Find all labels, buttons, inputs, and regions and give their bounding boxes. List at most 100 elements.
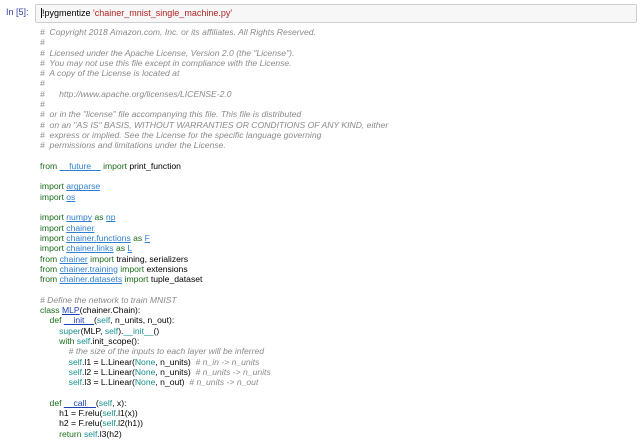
code-token: import — [87, 253, 115, 264]
code-token: ( — [94, 315, 97, 326]
code-token: with — [59, 335, 77, 346]
code-line: # express or implied. See the License fo… — [40, 130, 630, 140]
code-token: # — [40, 99, 45, 110]
code-token: None — [134, 356, 156, 367]
code-token: np — [105, 212, 116, 223]
code-token: import — [40, 191, 67, 202]
code-token: # express or implied. See the License fo… — [40, 129, 322, 140]
code-token: from — [40, 274, 60, 285]
code-line: h1 = F.relu(self.l1(x)) — [40, 408, 630, 418]
code-token: ). — [118, 325, 124, 336]
code-token: # You may not use this file except in co… — [40, 57, 292, 68]
shell-command: !pygmentize — [42, 8, 91, 18]
code-token — [40, 429, 59, 439]
code-token: chainer.functions — [66, 232, 131, 243]
code-line: from __future__ import print_function — [40, 161, 630, 171]
code-token: # the size of the inputs to each layer w… — [40, 346, 265, 357]
code-token: import — [40, 222, 67, 233]
code-token: () — [153, 325, 160, 336]
code-token: import — [40, 232, 67, 243]
code-token: chainer.links — [66, 243, 114, 254]
code-token: .l1(x)) — [115, 407, 138, 418]
code-token: self — [102, 407, 116, 418]
code-line: # You may not use this file except in co… — [40, 58, 630, 68]
code-line: # permissions and limitations under the … — [40, 140, 630, 150]
code-line: # Define the network to train MNIST — [40, 295, 630, 305]
code-line: import os — [40, 192, 630, 202]
code-token: , n_units) — [155, 366, 196, 377]
code-token: self — [68, 377, 83, 388]
code-token: self — [68, 366, 83, 377]
code-line — [40, 151, 630, 161]
code-token: class — [40, 305, 62, 316]
code-token: # permissions and limitations under the … — [40, 140, 226, 151]
code-line: super(MLP, self).__init__() — [40, 326, 630, 336]
code-token: __future__ — [59, 160, 101, 171]
code-line — [40, 284, 630, 294]
code-token: h1 = F.relu( — [40, 407, 103, 418]
code-token: # n_in -> n_units — [195, 356, 260, 367]
code-line: # Licensed under the Apache License, Ver… — [40, 48, 630, 58]
code-token: os — [66, 191, 76, 202]
code-line: # the size of the inputs to each layer w… — [40, 346, 630, 356]
code-token — [40, 377, 69, 387]
code-token: , x): — [112, 397, 127, 408]
code-line: from chainer.datasets import tuple_datas… — [40, 274, 630, 284]
code-token: # Copyright 2018 Amazon.com, Inc. or its… — [40, 27, 316, 37]
code-line: # on an "AS IS" BASIS, WITHOUT WARRANTIE… — [40, 120, 630, 130]
code-token: .l3(h2) — [97, 428, 122, 439]
code-token: def — [40, 315, 64, 326]
code-line: import chainer.functions as F — [40, 233, 630, 243]
code-token: import — [117, 263, 145, 274]
code-token: import — [103, 160, 127, 171]
code-token: as — [130, 232, 145, 243]
code-line: self.l3 = L.Linear(None, n_out) # n_unit… — [40, 377, 630, 387]
code-token: , n_units) — [155, 356, 196, 367]
code-line: # http://www.apache.org/licenses/LICENSE… — [40, 89, 630, 99]
code-token: ( — [95, 397, 99, 408]
code-token: numpy — [66, 212, 93, 223]
code-token: # n_units -> n_out — [189, 377, 259, 388]
code-token: .l3 = L.Linear( — [82, 377, 135, 388]
code-token: chainer — [66, 222, 95, 233]
code-line: def __init__(self, n_units, n_out): — [40, 315, 630, 325]
code-token: return — [59, 428, 84, 439]
code-token: chainer.datasets — [59, 274, 123, 285]
code-token: __call__ — [63, 397, 96, 408]
code-token: , n_units, n_out): — [110, 315, 175, 326]
code-token: import — [40, 243, 67, 254]
code-line: self.l2 = L.Linear(None, n_units) # n_un… — [40, 367, 630, 377]
code-token: training, serializers — [114, 253, 189, 264]
code-token: extensions — [144, 263, 188, 274]
code-token: # Licensed under the Apache License, Ver… — [40, 47, 295, 58]
code-token: argparse — [66, 181, 101, 192]
code-line: with self.init_scope(): — [40, 336, 630, 346]
code-input-area[interactable]: !pygmentize 'chainer_mnist_single_machin… — [35, 4, 637, 23]
code-line — [40, 202, 630, 212]
code-line: import numpy as np — [40, 212, 630, 222]
code-token: self — [102, 418, 116, 429]
code-token: chainer.training — [59, 263, 118, 274]
code-line: # — [40, 37, 630, 47]
code-token: # or in the "license" file accompanying … — [40, 109, 302, 120]
code-token: __init__ — [123, 325, 154, 336]
code-line: h2 = F.relu(self.l2(h1)) — [40, 418, 630, 428]
code-token: print_function — [126, 160, 181, 171]
text-cursor — [41, 8, 42, 18]
code-line: return self.l3(h2) — [40, 429, 630, 439]
code-token — [40, 357, 69, 367]
code-line: self.l1 = L.Linear(None, n_units) # n_in… — [40, 357, 630, 367]
code-line: # A copy of the License is located at — [40, 68, 630, 78]
code-token: # — [40, 78, 45, 89]
cell-output: # Copyright 2018 Amazon.com, Inc. or its… — [40, 27, 630, 439]
filename-string: 'chainer_mnist_single_machine.py' — [93, 8, 233, 18]
code-token: def — [40, 397, 64, 408]
code-token: F — [144, 232, 150, 243]
code-token: None — [134, 377, 156, 388]
code-token: self — [104, 325, 119, 336]
code-input-line[interactable]: !pygmentize 'chainer_mnist_single_machin… — [41, 8, 232, 18]
code-token: import — [122, 274, 149, 285]
code-token: chainer — [59, 253, 88, 264]
code-token: from — [40, 253, 60, 264]
code-token — [40, 367, 69, 377]
